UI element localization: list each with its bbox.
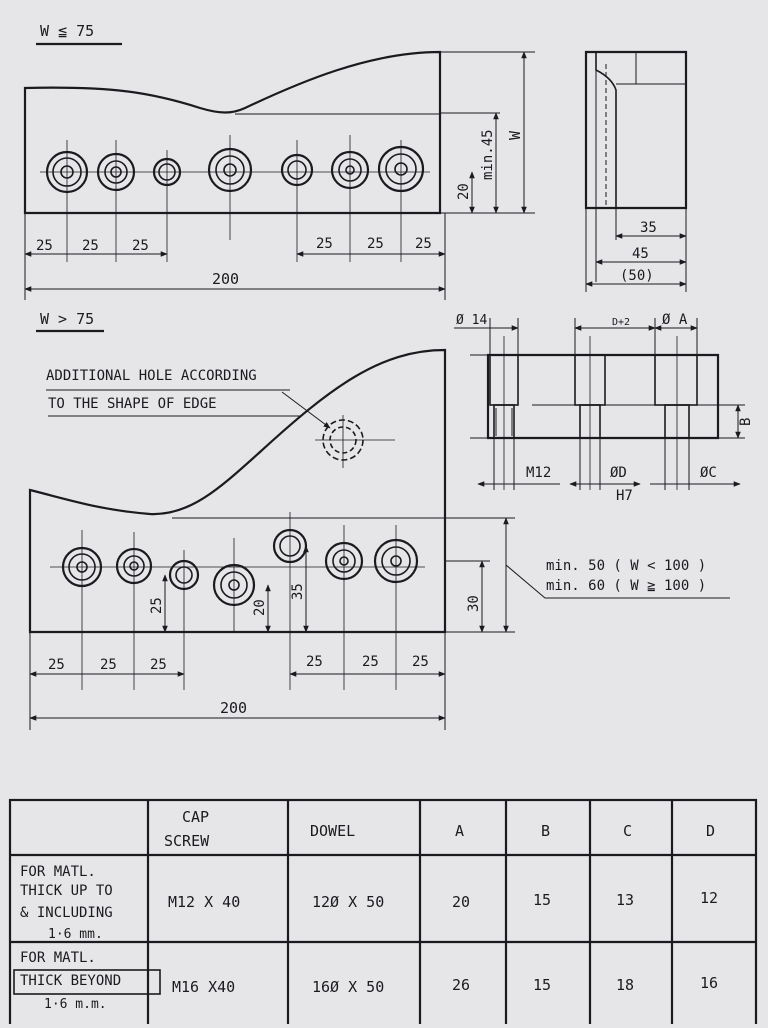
top-dim-right-2: 25: [367, 236, 384, 252]
bottom-dim-right-1: 25: [306, 654, 323, 670]
row1-a: 20: [452, 893, 470, 911]
bottom-dim-35v: 35: [290, 583, 306, 600]
top-dim-left-1: 25: [36, 238, 53, 254]
top-dim-right-3: 25: [415, 236, 432, 252]
bottom-dim-25v: 25: [149, 597, 165, 614]
row1-label-3: & INCLUDING: [20, 905, 113, 921]
header-d: D: [706, 822, 715, 840]
bottom-dim-left-3: 25: [150, 657, 167, 673]
row2-cap-screw: M16 X40: [172, 978, 235, 996]
section-dia-d: ØD: [610, 465, 627, 481]
bottom-dim-right-3: 25: [412, 654, 429, 670]
top-hole-axes: [66, 135, 402, 262]
section-dia-c: ØC: [700, 465, 717, 481]
bottom-heading: W > 75: [40, 310, 94, 328]
header-screw: SCREW: [164, 832, 210, 850]
header-b: B: [541, 822, 550, 840]
bottom-dim-overall: 200: [220, 699, 247, 717]
bottom-dim-left-1: 25: [48, 657, 65, 673]
section-m12: M12: [526, 465, 551, 481]
side-view: 35 45 (50): [584, 50, 688, 292]
row2-a: 26: [452, 976, 470, 994]
section-dia-a: Ø A: [662, 312, 688, 328]
row2-c: 18: [616, 976, 634, 994]
bottom-view: W > 75 ADDITIONAL HOLE ACCORDING TO THE …: [28, 310, 730, 730]
bottom-dim-20v: 20: [252, 599, 268, 616]
bottom-hole-axes: [81, 512, 397, 690]
row1-c: 13: [616, 891, 634, 909]
note-line-1: ADDITIONAL HOLE ACCORDING: [46, 368, 257, 384]
side-dim-50: (50): [620, 268, 654, 284]
top-view: W ≦ 75: [23, 22, 535, 300]
section-dplus: D+2: [612, 317, 630, 328]
row1-label-2: THICK UP TO: [20, 883, 113, 899]
row1-label-4: 1·6 mm.: [48, 927, 103, 942]
row1-dowel: 12Ø X 50: [312, 893, 384, 911]
top-dim-overall: 200: [212, 270, 239, 288]
bottom-dim-right-2: 25: [362, 654, 379, 670]
bottom-holes: [61, 528, 419, 607]
header-cap: CAP: [182, 808, 209, 826]
additional-hole: [315, 415, 395, 468]
section-dia14: Ø 14: [456, 313, 487, 328]
row1-label-1: FOR MATL.: [20, 864, 96, 880]
note-line-2: TO THE SHAPE OF EDGE: [48, 396, 217, 412]
side-dim-45: 45: [632, 246, 649, 262]
section-b: B: [738, 418, 754, 426]
section-h7: H7: [616, 488, 633, 504]
header-a: A: [455, 822, 464, 840]
top-heading: W ≦ 75: [40, 22, 94, 40]
row2-label-3: 1·6 m.m.: [44, 997, 107, 1012]
spec-table: CAP SCREW DOWEL A B C D FOR MATL. THICK …: [8, 798, 758, 1028]
top-dim-right-1: 25: [316, 236, 333, 252]
row2-label-1: FOR MATL.: [20, 950, 96, 966]
row1-b: 15: [533, 891, 551, 909]
top-holes: [45, 145, 425, 194]
top-dim-left-2: 25: [82, 238, 99, 254]
bottom-dim-left-2: 25: [100, 657, 117, 673]
min-line-2: min. 60 ( W ≧ 100 ): [546, 578, 706, 594]
top-plate-outline: [23, 50, 442, 215]
top-dim-w: W: [506, 130, 524, 140]
row1-cap-screw: M12 X 40: [168, 893, 240, 911]
header-c: C: [623, 822, 632, 840]
min-line-1: min. 50 ( W < 100 ): [546, 558, 706, 574]
row1-d: 12: [700, 889, 718, 907]
row2-dowel: 16Ø X 50: [312, 978, 384, 996]
side-dim-35: 35: [640, 220, 657, 236]
section-view: B Ø 14 D+2 Ø A M12 ØD H7 ØC: [454, 312, 754, 504]
bottom-dim-30v: 30: [466, 595, 482, 612]
row2-label-2: THICK BEYOND: [20, 973, 121, 989]
header-dowel: DOWEL: [310, 822, 355, 840]
top-dim-20: 20: [456, 183, 472, 200]
section-outline: [486, 353, 720, 440]
top-dim-left-3: 25: [132, 238, 149, 254]
row2-b: 15: [533, 976, 551, 994]
top-dim-min45: min.45: [480, 129, 496, 180]
bottom-plate-outline: [28, 348, 447, 634]
row2-d: 16: [700, 974, 718, 992]
